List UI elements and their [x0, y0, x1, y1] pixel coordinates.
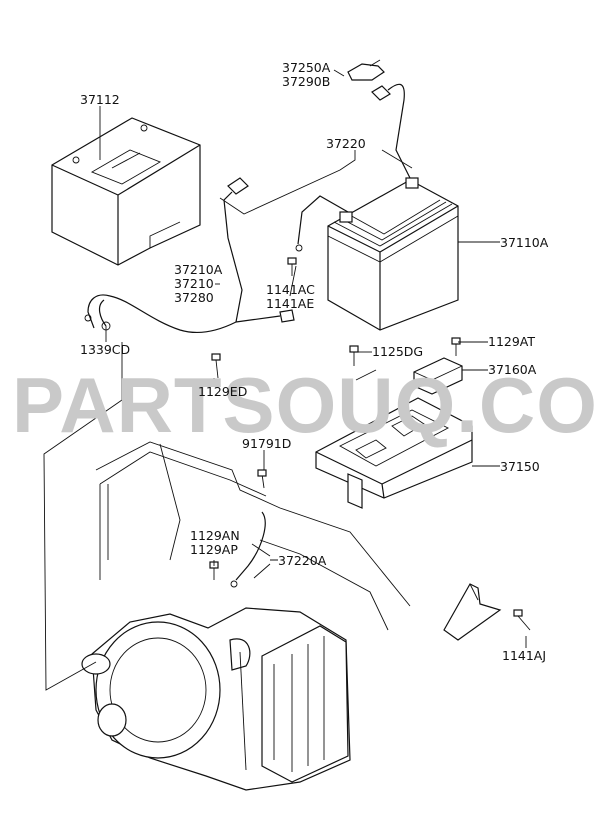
label-37112[interactable]: 37112 [80, 92, 120, 107]
positive-cable [295, 83, 411, 252]
battery-tray [315, 397, 473, 509]
label-1339cd[interactable]: 1339CD [80, 342, 130, 357]
terminal-cap [347, 59, 385, 81]
label-1141ae[interactable]: 1141AE [266, 296, 314, 311]
leader-lines [43, 69, 527, 691]
label-37150[interactable]: 37150 [500, 459, 540, 474]
label-37220a[interactable]: 37220A [278, 553, 327, 568]
bolt-1125dg [349, 345, 377, 381]
battery-cover [51, 117, 201, 266]
label-37250a[interactable]: 37250A [282, 60, 331, 75]
label-37210a[interactable]: 37210A [174, 262, 223, 277]
label-37210[interactable]: 37210 [174, 276, 214, 291]
watermark: PARTSOUQ.COM [12, 361, 600, 449]
bolt-1141aj [513, 609, 531, 631]
bolt-91791d [257, 469, 267, 489]
label-37160a[interactable]: 37160A [488, 362, 537, 377]
ground-bracket [443, 583, 502, 641]
bolt-1129ed [211, 353, 221, 379]
label-1125dg[interactable]: 1125DG [372, 344, 423, 359]
label-37220[interactable]: 37220 [326, 136, 366, 151]
label-1141aj[interactable]: 1141AJ [502, 648, 546, 663]
negative-cable [84, 177, 295, 334]
label-37280[interactable]: 37280 [174, 290, 214, 305]
bolt-1129at [451, 337, 461, 356]
bolt-1141ac [287, 257, 297, 276]
label-37290b[interactable]: 37290B [282, 74, 330, 89]
label-1129at[interactable]: 1129AT [488, 334, 535, 349]
hold-down-bracket [413, 357, 463, 395]
label-37110a[interactable]: 37110A [500, 235, 549, 250]
transaxle [81, 607, 351, 791]
label-91791d[interactable]: 91791D [242, 436, 291, 451]
label-1129an[interactable]: 1129AN [190, 528, 240, 543]
label-1129ap[interactable]: 1129AP [190, 542, 238, 557]
ground-strap [230, 511, 266, 588]
label-1129ed[interactable]: 1129ED [198, 384, 247, 399]
battery [327, 177, 459, 331]
label-1141ac[interactable]: 1141AC [266, 282, 315, 297]
body-outline [95, 441, 411, 631]
